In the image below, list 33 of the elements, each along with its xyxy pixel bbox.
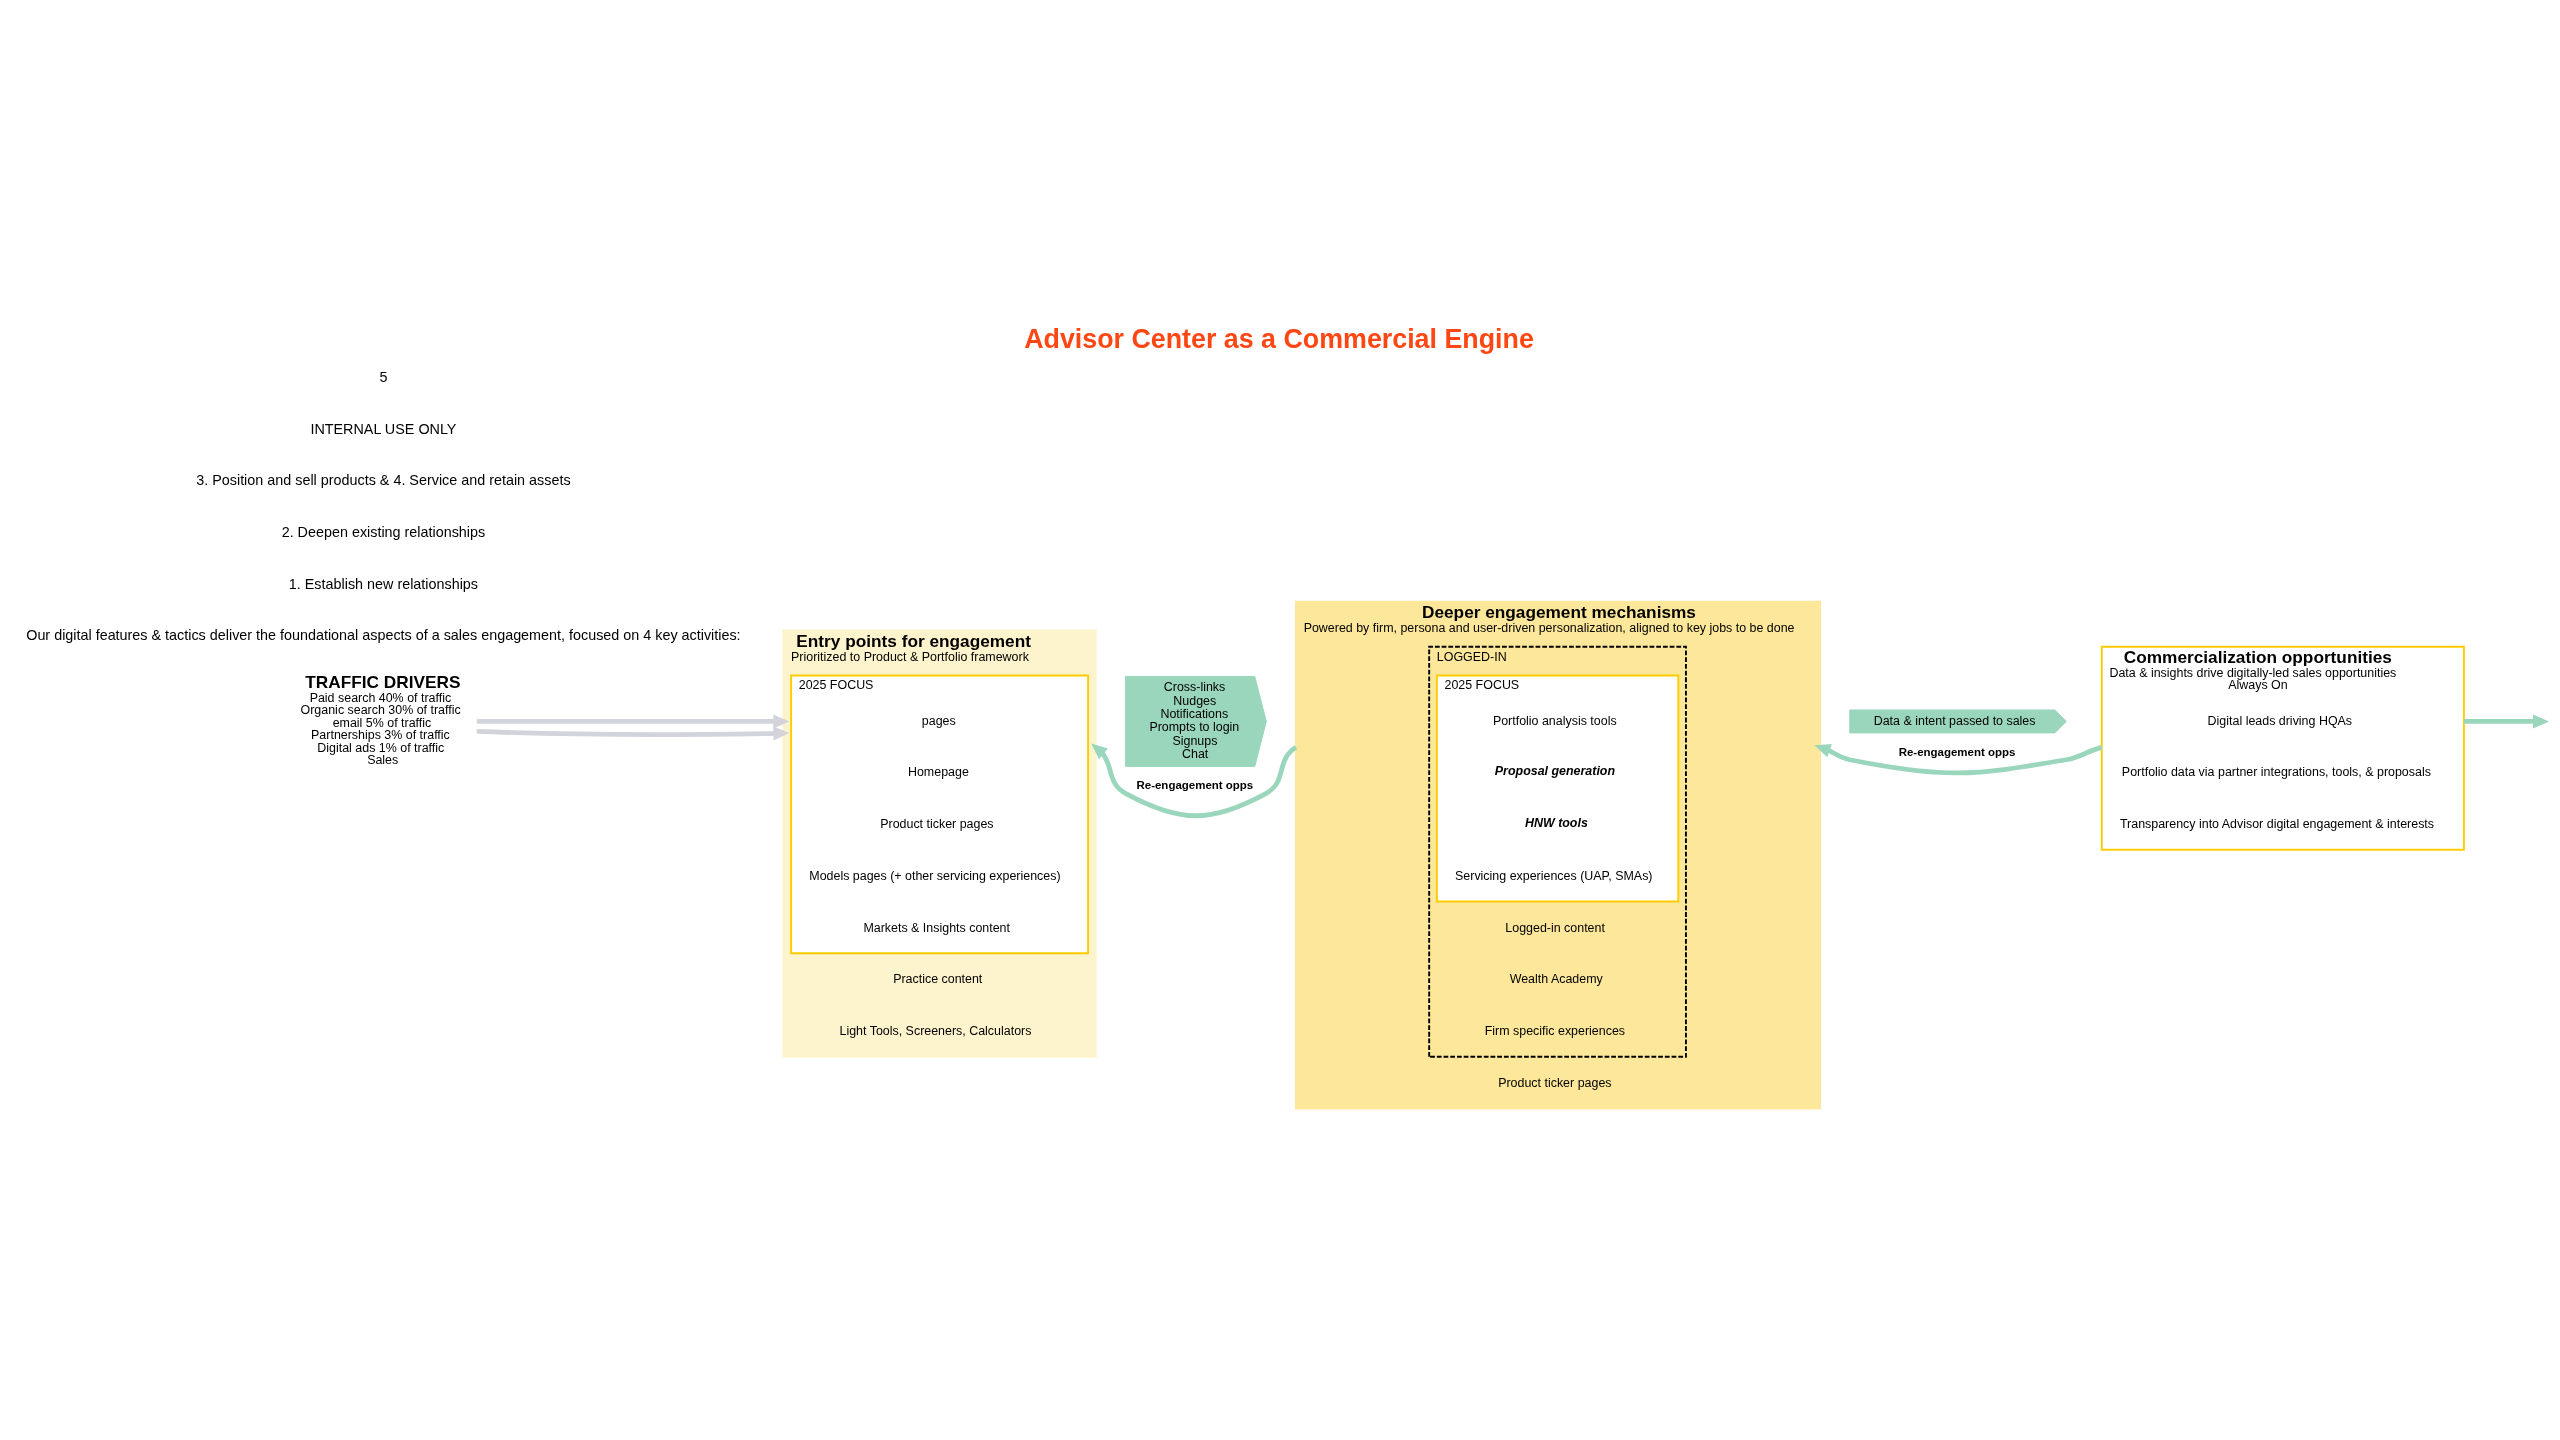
label: INTERNAL USE ONLY — [310, 420, 457, 437]
node-text: pages — [921, 713, 956, 728]
node-text: Proposal generation — [1494, 764, 1616, 779]
node-text: TRAFFIC DRIVERS Paid search 40% of traffic Organic search 30% of traffic email 5% of traffic Partnerships 3% of traffic Digital ads 1% of traffic Sales — [300, 672, 461, 767]
node-text: Models pages (+ other servicing experiences) — [809, 868, 1061, 883]
node-text: Servicing experiences (UAP, SMAs) — [1455, 868, 1653, 883]
arrow — [2463, 714, 2549, 729]
node-text: Practice content — [893, 972, 983, 987]
arrow — [476, 726, 790, 741]
node-text: Markets & Insights content — [863, 920, 1010, 935]
node-text: Product ticker pages — [1498, 1075, 1612, 1090]
arrow — [1814, 743, 2103, 776]
node-text: HNW tools — [1524, 816, 1588, 831]
node-text: Digital leads driving HQAs — [2207, 713, 2353, 728]
node-text: Transparency into Advisor digital engagement & interests — [2119, 817, 2435, 832]
arrow — [1091, 743, 1298, 819]
node-text: Portfolio analysis tools — [1492, 713, 1617, 728]
node-text: Portfolio data via partner integrations, tools, & proposals — [2121, 765, 2431, 780]
edge-label: Re-engagement opps — [1898, 745, 2016, 758]
arrow — [476, 714, 790, 729]
label: 2. Deepen existing relationships — [281, 524, 486, 541]
label: 3. Position and sell products & 4. Service and retain assets — [196, 472, 571, 489]
node-text: Homepage — [907, 765, 969, 780]
node-text: Logged-in content — [1505, 920, 1605, 935]
label: 1. Establish new relationships — [288, 575, 479, 592]
node-text: Light Tools, Screeners, Calculators — [839, 1024, 1032, 1039]
node-text: Wealth Academy — [1509, 972, 1603, 987]
node-text: Product ticker pages — [880, 817, 994, 832]
label: Our digital features & tactics deliver the foundational aspects of a sales engagement, focused on 4 key activities: — [26, 627, 741, 644]
edge-label: Re-engagement opps — [1136, 779, 1254, 792]
label: 5 — [379, 368, 388, 385]
node-text: Firm specific experiences — [1484, 1024, 1626, 1039]
diagram-title: Advisor Center as a Commercial Engine — [1024, 324, 1534, 355]
